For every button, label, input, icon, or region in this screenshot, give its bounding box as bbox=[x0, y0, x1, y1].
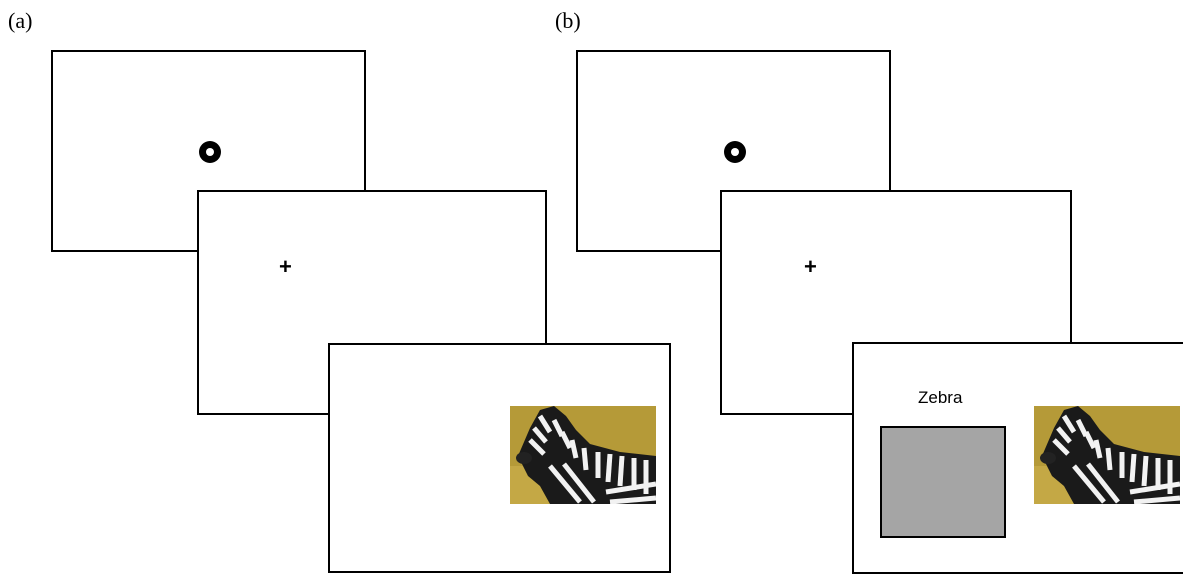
gray-box bbox=[880, 426, 1006, 538]
zebra-photo-icon bbox=[1034, 406, 1180, 504]
panel-b-screen-3: Zebra bbox=[852, 342, 1183, 574]
target-dot-icon bbox=[199, 141, 221, 163]
panel-b-label: (b) bbox=[555, 8, 581, 33]
panel-a-label: (a) bbox=[8, 8, 33, 33]
panel-a-screen-3 bbox=[328, 343, 671, 573]
fixation-cross: + bbox=[279, 254, 292, 279]
zebra-photo-icon bbox=[510, 406, 656, 504]
target-dot-icon bbox=[724, 141, 746, 163]
word-label: Zebra bbox=[918, 388, 963, 407]
fixation-cross: + bbox=[804, 254, 817, 279]
